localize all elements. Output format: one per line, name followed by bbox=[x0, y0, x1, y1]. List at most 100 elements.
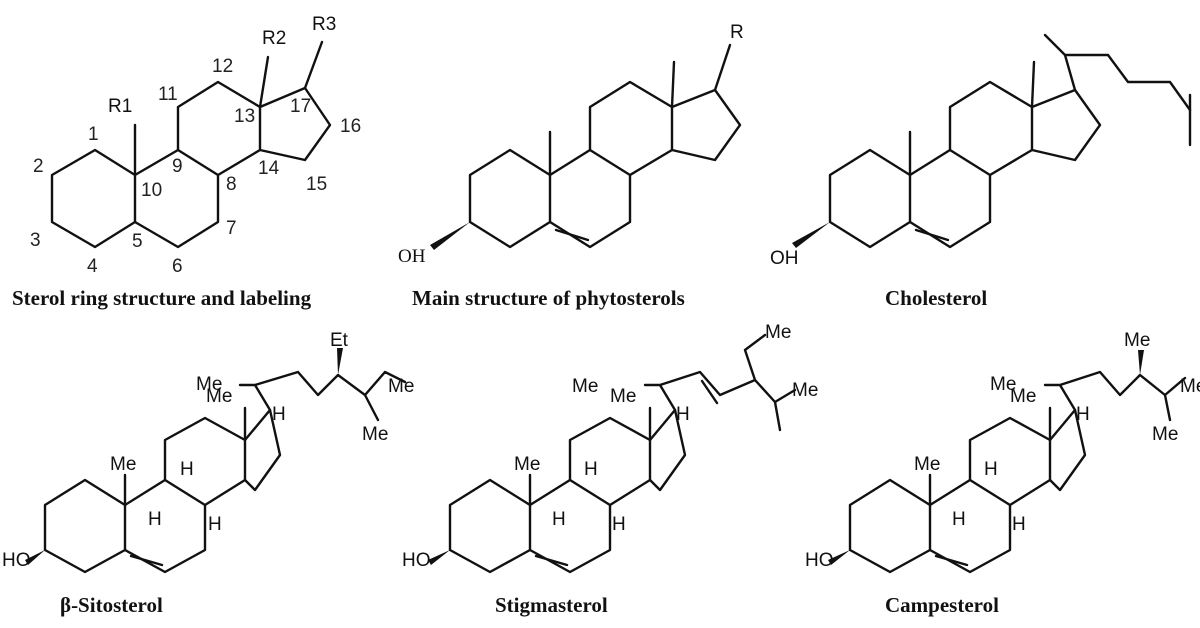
label-me-20: Me bbox=[572, 376, 598, 397]
ring-d bbox=[1048, 408, 1087, 492]
num-7: 7 bbox=[226, 218, 237, 239]
caption-sterol-ring: Sterol ring structure and labeling bbox=[12, 286, 312, 310]
num-4: 4 bbox=[87, 256, 98, 277]
ring-b bbox=[528, 478, 612, 574]
wedge-oh bbox=[828, 550, 850, 565]
bond-r bbox=[713, 43, 732, 92]
ring-b bbox=[548, 148, 632, 249]
num-12: 12 bbox=[212, 56, 233, 77]
side-chain bbox=[1043, 33, 1192, 112]
methyl-13 bbox=[1030, 60, 1036, 109]
num-11: 11 bbox=[158, 84, 178, 105]
bond-r2 bbox=[258, 55, 270, 109]
double-bond-5-6 bbox=[129, 554, 164, 567]
double-bond-5-6 bbox=[914, 228, 950, 242]
label-me-25a: Me bbox=[792, 380, 818, 401]
label-me-25a: Me bbox=[388, 376, 414, 397]
panel-beta-sitosterol: HO Me Me H H H H Me Et Me Me β-Sitostero… bbox=[2, 330, 414, 617]
label-h-14: H bbox=[612, 514, 626, 535]
wedge-et bbox=[337, 348, 343, 375]
ring-c bbox=[968, 416, 1052, 507]
num-8: 8 bbox=[226, 174, 237, 195]
ring-b bbox=[928, 478, 1012, 574]
panel-campesterol: HO Me Me H H H H Me Me Me Me Campesterol bbox=[805, 330, 1200, 617]
label-me-13: Me bbox=[206, 386, 232, 407]
wedge-oh bbox=[430, 222, 470, 250]
panel-sterol-ring: R1 R2 R3 1 2 3 4 5 6 7 8 9 10 11 12 13 1… bbox=[12, 14, 361, 310]
label-et: Et bbox=[330, 330, 349, 351]
ring-a bbox=[468, 148, 552, 249]
label-h-8: H bbox=[984, 459, 998, 480]
label-r3: R3 bbox=[312, 14, 336, 35]
label-h-17: H bbox=[676, 404, 690, 425]
label-h-14: H bbox=[208, 514, 222, 535]
num-2: 2 bbox=[33, 156, 44, 177]
double-bond-5-6 bbox=[554, 228, 590, 242]
num-16: 16 bbox=[340, 116, 361, 137]
panel-cholesterol: OH Cholesterol bbox=[770, 33, 1192, 310]
num-17: 17 bbox=[290, 96, 311, 117]
ring-c bbox=[948, 80, 1034, 177]
num-13: 13 bbox=[234, 106, 255, 127]
label-h-8: H bbox=[584, 459, 598, 480]
label-h-9: H bbox=[952, 509, 966, 530]
label-me-25a: Me bbox=[1180, 376, 1200, 397]
num-5: 5 bbox=[132, 231, 143, 252]
label-me-20: Me bbox=[196, 374, 222, 395]
label-me-24: Me bbox=[1124, 330, 1150, 351]
label-h-9: H bbox=[552, 509, 566, 530]
label-me-13: Me bbox=[610, 386, 636, 407]
bond-r3 bbox=[303, 40, 324, 90]
double-bond-22 bbox=[700, 379, 719, 405]
double-bond-5-6 bbox=[534, 554, 569, 567]
ring-a bbox=[828, 148, 912, 249]
ring-c bbox=[588, 80, 674, 177]
caption-phytosterol: Main structure of phytosterols bbox=[412, 286, 685, 310]
caption-beta-sitosterol: β-Sitosterol bbox=[60, 593, 163, 617]
side-chain bbox=[238, 370, 407, 422]
wedge-me-24 bbox=[1138, 350, 1144, 375]
ring-a bbox=[50, 148, 137, 249]
ring-d bbox=[1030, 88, 1102, 162]
label-h-8: H bbox=[180, 459, 194, 480]
ring-b bbox=[123, 478, 207, 574]
ring-c bbox=[163, 416, 247, 507]
side-chain bbox=[1043, 370, 1187, 422]
label-r2: R2 bbox=[262, 28, 286, 49]
label-me-10: Me bbox=[110, 454, 136, 475]
ring-a bbox=[43, 478, 127, 574]
label-oh: OH bbox=[770, 248, 799, 269]
panel-phytosterol: OH R Main structure of phytosterols bbox=[398, 22, 744, 310]
label-h-17: H bbox=[272, 404, 286, 425]
num-14: 14 bbox=[258, 158, 280, 179]
label-me-13: Me bbox=[1010, 386, 1036, 407]
num-15: 15 bbox=[306, 174, 327, 195]
label-me-10: Me bbox=[514, 454, 540, 475]
ring-d bbox=[258, 86, 332, 162]
caption-campesterol: Campesterol bbox=[885, 593, 999, 617]
num-1: 1 bbox=[88, 124, 99, 145]
label-me-25b: Me bbox=[362, 424, 388, 445]
num-9: 9 bbox=[172, 156, 183, 177]
wedge-oh bbox=[25, 550, 45, 565]
caption-stigmasterol: Stigmasterol bbox=[495, 593, 608, 617]
caption-cholesterol: Cholesterol bbox=[885, 286, 987, 310]
label-oh: OH bbox=[398, 246, 426, 267]
num-10: 10 bbox=[141, 180, 162, 201]
num-6: 6 bbox=[172, 256, 183, 277]
ring-c bbox=[176, 80, 262, 177]
label-h-9: H bbox=[148, 509, 162, 530]
label-r1: R1 bbox=[108, 96, 132, 117]
panel-stigmasterol: HO Me Me H H H H Me Me Me Stigmasterol bbox=[402, 322, 818, 617]
label-ho: HO bbox=[805, 550, 834, 571]
label-me-10: Me bbox=[914, 454, 940, 475]
label-r: R bbox=[730, 22, 744, 43]
ring-a bbox=[848, 478, 932, 574]
ethyl bbox=[743, 333, 767, 382]
wedge-oh bbox=[792, 222, 830, 248]
side-chain bbox=[643, 370, 797, 432]
methyl-13 bbox=[670, 60, 676, 109]
label-me-ethyl: Me bbox=[765, 322, 791, 343]
label-h-17: H bbox=[1076, 404, 1090, 425]
